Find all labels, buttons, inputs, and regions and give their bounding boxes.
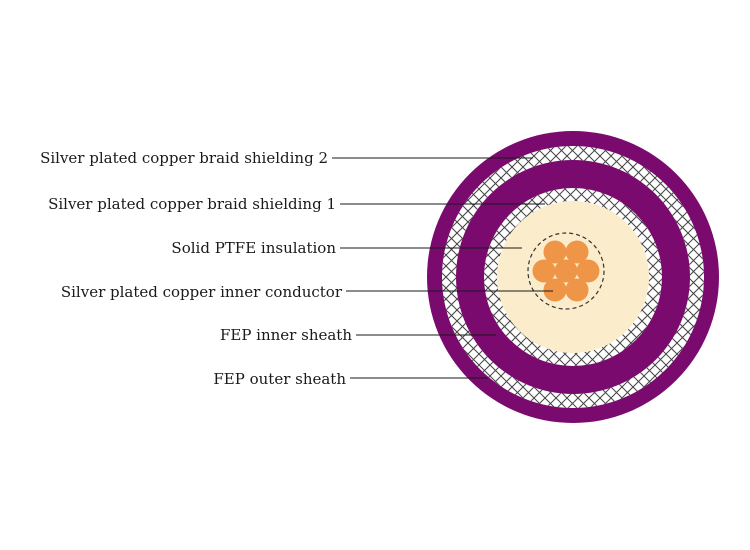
braid-wire [593, 188, 662, 366]
conductor-strand [554, 259, 578, 283]
braid-wire [618, 146, 704, 408]
label-inner-sheath: FEP inner sheath [219, 326, 352, 344]
braid-wire [607, 146, 704, 408]
braid-wire [442, 146, 527, 408]
braid-wire [607, 146, 704, 408]
braid-wire [442, 146, 538, 408]
braid-wire [484, 188, 548, 366]
conductor-strand [565, 240, 589, 264]
braid-wire [484, 188, 559, 366]
conductor-strands [532, 240, 600, 302]
braid-wire [593, 188, 662, 366]
label-insulation: Solid PTFE insulation [171, 239, 336, 257]
label-outer-sheath: FEP outer sheath [213, 370, 346, 388]
braid-wire [442, 146, 527, 408]
braid-wire [484, 188, 559, 366]
label-conductor: Silver plated copper inner conductor [60, 283, 342, 301]
braid-wire [618, 146, 704, 408]
conductor-strand [532, 259, 556, 283]
braid-wire [604, 188, 662, 366]
leader-lines [332, 157, 553, 379]
label-outer-braid: Silver plated copper braid shielding 2 [40, 149, 328, 167]
braid-wire [442, 146, 538, 408]
conductor-boundary [527, 232, 605, 310]
conductor-strand [543, 240, 567, 264]
braid-wire [484, 188, 548, 366]
braid-wire [604, 188, 662, 366]
conductor-strand [543, 278, 567, 302]
conductor-strand [576, 259, 600, 283]
label-inner-braid: Silver plated copper braid shielding 1 [48, 195, 336, 213]
conductor-strand [565, 278, 589, 302]
